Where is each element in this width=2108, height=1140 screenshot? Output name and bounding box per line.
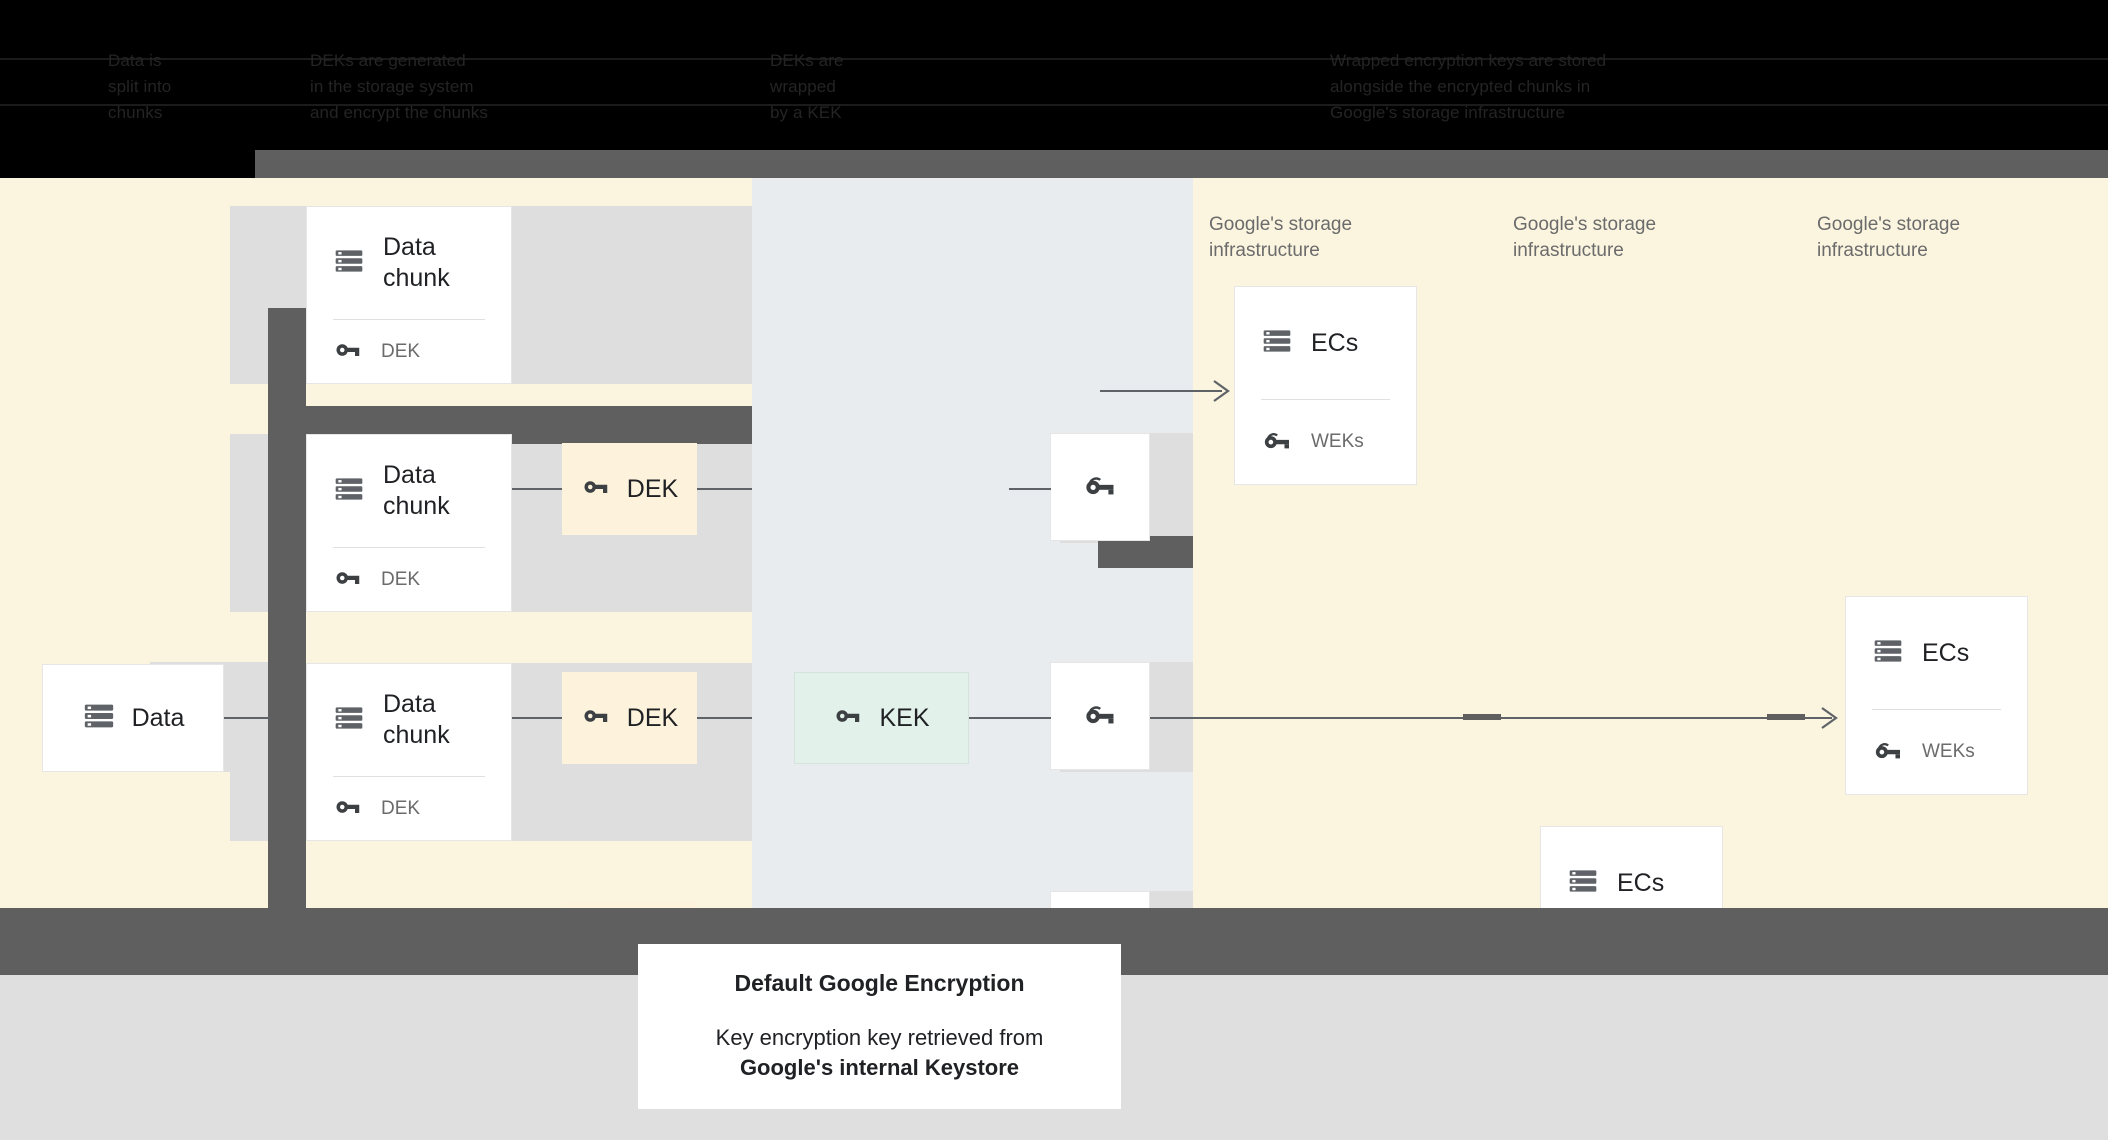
wire-tick-2 — [1767, 714, 1805, 720]
occlusion-bar-vertical — [268, 308, 306, 948]
card-title: Data chunk — [383, 461, 450, 520]
diagram-stage: Data Data chunk — [0, 168, 2108, 1050]
wire-dek2-out — [697, 717, 752, 719]
storage-label-2: Google's storage infrastructure — [1513, 214, 1657, 261]
wire-to-wrapkey-1 — [1009, 488, 1051, 490]
card-key-label: DEK — [381, 569, 421, 590]
caption-card: Default Google Encryption Key encryption… — [638, 944, 1121, 1109]
wire-source-to-chunks — [224, 717, 270, 719]
wrapped-key-icon — [1082, 467, 1118, 508]
storage-icon — [1872, 635, 1904, 672]
card-kek-label: KEK — [879, 703, 930, 732]
storage-icon — [333, 473, 365, 510]
card-divider — [1872, 709, 2001, 710]
card-dek-1[interactable]: DEK — [562, 443, 697, 535]
storage-icon — [333, 702, 365, 739]
wire-kek-to-wrapkey-2 — [969, 717, 1051, 719]
storage-label-1: Google's storage infrastructure — [1209, 214, 1353, 261]
card-divider — [333, 547, 485, 548]
key-icon — [333, 792, 363, 827]
card-title: ECs — [1311, 328, 1359, 357]
key-icon — [833, 701, 863, 736]
storage-icon — [333, 245, 365, 282]
card-ecs-2[interactable]: ECs WEKs — [1845, 596, 2028, 795]
card-title: ECs — [1617, 868, 1665, 897]
storage-label-3: Google's storage infrastructure — [1817, 214, 1961, 261]
card-kek[interactable]: KEK — [794, 672, 969, 764]
card-divider — [333, 319, 485, 320]
card-title: ECs — [1922, 638, 1970, 667]
header-note-3: DEKs are wrapped by a KEK — [770, 51, 844, 122]
card-divider — [1261, 399, 1390, 400]
card-data-source-label: Data — [131, 703, 185, 732]
wire-tick-1 — [1463, 714, 1501, 720]
arrowhead-ecs1 — [1213, 380, 1230, 402]
caption-line-1: Key encryption key retrieved from — [715, 1025, 1044, 1050]
card-data-chunk-3[interactable]: Data chunk DEK — [306, 663, 512, 841]
caption-body: Key encryption key retrieved from Google… — [716, 1023, 1044, 1083]
card-data-source[interactable]: Data — [42, 664, 224, 772]
caption-title: Default Google Encryption — [734, 970, 1025, 996]
storage-icon — [1261, 325, 1293, 362]
key-icon — [333, 335, 363, 370]
wire-dek1-out — [697, 488, 752, 490]
card-data-chunk-1[interactable]: Data chunk DEK — [306, 206, 512, 384]
card-data-chunk-2[interactable]: Data chunk DEK — [306, 434, 512, 612]
wrapped-key-icon — [1261, 424, 1293, 461]
caption-line-2: Google's internal Keystore — [739, 1055, 1020, 1080]
card-title: Data chunk — [383, 690, 450, 749]
occlusion-bar-row3 — [268, 168, 269, 169]
card-wrapped-key-2[interactable] — [1050, 662, 1150, 770]
wire-chunk2-to-dek2 — [512, 717, 562, 719]
key-icon — [581, 472, 611, 507]
card-dek-label: DEK — [626, 474, 679, 503]
key-icon — [581, 701, 611, 736]
header-note-4: Wrapped encryption keys are stored along… — [1330, 51, 1607, 122]
storage-icon — [82, 699, 116, 738]
card-key-label: DEK — [381, 341, 421, 362]
wire-wrapkey1-to-ecs1 — [1100, 390, 1222, 392]
wire-chunk1-to-dek1 — [512, 488, 562, 490]
header-note-1: Data is split into chunks — [108, 51, 172, 122]
card-dek-2[interactable]: DEK — [562, 672, 697, 764]
card-dek-label: DEK — [626, 703, 679, 732]
card-key-label: WEKs — [1311, 431, 1364, 452]
wrapped-key-icon — [1872, 734, 1904, 771]
storage-icon — [1567, 865, 1599, 902]
obscured-header-strip: Data is split into chunks DEKs are gener… — [0, 0, 2108, 178]
card-wrapped-key-1[interactable] — [1050, 433, 1150, 541]
wrapped-key-icon — [1082, 696, 1118, 737]
arrowhead-ecs2 — [1821, 707, 1838, 729]
card-key-label: WEKs — [1922, 741, 1975, 762]
header-note-2: DEKs are generated in the storage system… — [310, 51, 488, 122]
card-divider — [333, 776, 485, 777]
key-icon — [333, 563, 363, 598]
card-ecs-1[interactable]: ECs WEKs — [1234, 286, 1417, 485]
card-key-label: DEK — [381, 798, 421, 819]
occlusion-bar-row4 — [268, 177, 269, 178]
occlusion-bar-keyrow — [1098, 536, 1193, 568]
card-title: Data chunk — [383, 233, 450, 292]
